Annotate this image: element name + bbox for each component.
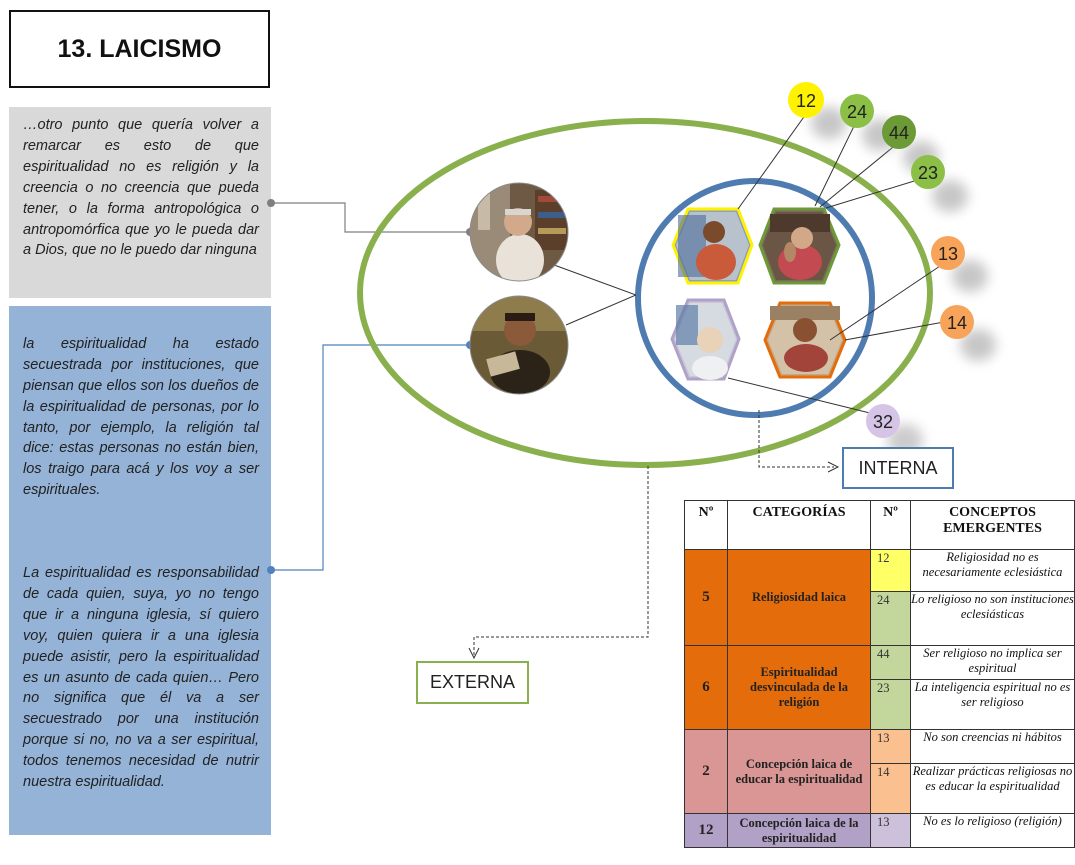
- connector-quote1-to-photo: [271, 202, 470, 233]
- badge-12: 12: [788, 82, 847, 139]
- badge-line: [737, 113, 807, 210]
- category-name: Religiosidad laica: [727, 549, 871, 646]
- category-name: Concepción laica de la espiritualidad: [727, 813, 871, 848]
- category-num: 6: [684, 645, 728, 730]
- badge-line: [814, 119, 858, 207]
- concept-code: 14: [870, 763, 911, 814]
- badge-line: [727, 377, 875, 415]
- title-box: 13. LAICISMO: [9, 10, 270, 88]
- concept-text: No son creencias ni hábitos: [910, 729, 1075, 764]
- concept-text: Religiosidad no es necesariamente eclesi…: [910, 549, 1075, 592]
- connector-line: [565, 294, 637, 326]
- participant-hex-1: [671, 207, 754, 285]
- badge-12-label: 12: [796, 91, 816, 111]
- table-row: 6 Espiritualidad desvinculada de la reli…: [684, 645, 1075, 730]
- header-conceptos: CONCEPTOS EMERGENTES: [910, 500, 1075, 550]
- concept-code: 13: [870, 813, 911, 848]
- category-num: 2: [684, 729, 728, 814]
- participant-photo-2: [469, 295, 569, 395]
- externa-label: EXTERNA: [416, 661, 529, 704]
- connector-line: [545, 261, 637, 296]
- concept-code: 44: [870, 645, 911, 680]
- category-num: 12: [684, 813, 728, 848]
- header-categorias: CATEGORÍAS: [727, 500, 871, 550]
- page-title: 13. LAICISMO: [57, 34, 222, 63]
- badge-line: [819, 142, 899, 208]
- interna-arrow: [758, 410, 834, 468]
- header-code-num: Nº: [870, 500, 911, 550]
- badge-44-label: 44: [889, 123, 909, 143]
- badge-line: [829, 261, 947, 341]
- category-name: Espiritualidad desvinculada de la religi…: [727, 645, 871, 730]
- table-header-row: Nº CATEGORÍAS Nº CONCEPTOS EMERGENTES: [684, 500, 1075, 550]
- externa-ellipse: [357, 118, 933, 468]
- badge-13: 13: [931, 236, 988, 292]
- badge-line: [825, 177, 925, 209]
- connector-quote2-to-photo: [271, 344, 470, 571]
- badge-14-label: 14: [947, 313, 967, 333]
- connector-dot: [267, 566, 275, 574]
- category-num: 5: [684, 549, 728, 646]
- concept-code: 13: [870, 729, 911, 764]
- category-name: Concepción laica de educar la espiritual…: [727, 729, 871, 814]
- connector-dot: [267, 199, 275, 207]
- concept-text: Ser religioso no implica ser espiritual: [910, 645, 1075, 680]
- badge-14: 14: [940, 305, 996, 361]
- interna-label: INTERNA: [842, 447, 954, 489]
- table-row: 24 Lo religioso no son instituciones ecl…: [685, 591, 1075, 646]
- participant-hex-2: [758, 207, 841, 285]
- externa-arrow: [473, 466, 649, 655]
- concept-code: 23: [870, 679, 911, 730]
- concept-text: Lo religioso no son instituciones eclesi…: [910, 591, 1075, 646]
- quote-2-paragraph-2: La espiritualidad es responsabilidad de …: [23, 564, 259, 791]
- concept-text: La inteligencia espiritual no es ser rel…: [910, 679, 1075, 730]
- interna-arrow-head: [827, 461, 840, 473]
- participant-photo-1: [469, 182, 569, 282]
- badge-32-label: 32: [873, 412, 893, 432]
- concept-code: 12: [870, 549, 911, 592]
- concept-text: Realizar prácticas religiosas no es educ…: [910, 763, 1075, 814]
- quote-2-paragraph-1: la espiritualidad ha estado secuestrada …: [23, 335, 259, 499]
- quote-box-2: la espiritualidad ha estado secuestrada …: [9, 306, 271, 835]
- concept-code: 24: [870, 591, 911, 646]
- table-row: 23 La inteligencia espiritual no es ser …: [685, 679, 1075, 730]
- table-row: 12 Concepción laica de la espiritualidad…: [684, 813, 1075, 848]
- header-num: Nº: [684, 500, 728, 550]
- interna-circle: [635, 178, 875, 418]
- concept-text: No es lo religioso (religión): [910, 813, 1075, 848]
- badge-13-label: 13: [938, 244, 958, 264]
- categories-table: Nº CATEGORÍAS Nº CONCEPTOS EMERGENTES 5 …: [684, 500, 1075, 848]
- badge-24-label: 24: [847, 102, 867, 122]
- badge-line: [844, 321, 945, 341]
- table-row: 14 Realizar prácticas religiosas no es e…: [685, 763, 1075, 814]
- table-row: 5 Religiosidad laica 12 Religiosidad no …: [684, 549, 1075, 646]
- participant-hex-4: [763, 301, 847, 379]
- participant-hex-3: [670, 298, 741, 381]
- externa-arrow-head: [468, 647, 480, 660]
- badge-23-label: 23: [918, 163, 938, 183]
- badge-23: 23: [911, 155, 968, 212]
- table-row: 2 Concepción laica de educar la espiritu…: [684, 729, 1075, 814]
- quote-box-1: …otro punto que quería volver a remarcar…: [9, 107, 271, 298]
